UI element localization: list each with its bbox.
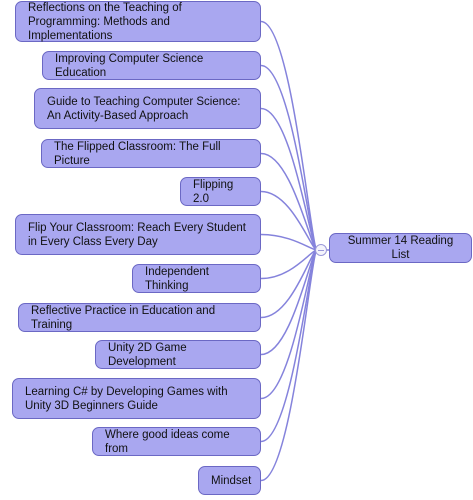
node-label: Mindset (211, 474, 252, 487)
edge-node-flipping-2 (260, 190, 318, 251)
node-label: Improving Computer Science Education (55, 52, 204, 79)
node-unity-2d[interactable]: Unity 2D Game Development (95, 340, 261, 369)
node-improving-cs-education[interactable]: Improving Computer Science Education (42, 51, 261, 80)
node-guide-teaching-cs[interactable]: Guide to Teaching Computer Science: An A… (34, 88, 261, 129)
node-reflective-practice[interactable]: Reflective Practice in Education and Tra… (18, 303, 261, 332)
node-label: Flip Your Classroom: Reach Every Student… (28, 221, 246, 248)
node-flip-your-classroom[interactable]: Flip Your Classroom: Reach Every Student… (15, 214, 261, 255)
edge-node-reflective-practice (260, 249, 318, 319)
root-label: Summer 14 Reading List (347, 235, 454, 261)
node-label: Unity 2D Game Development (108, 341, 187, 368)
node-label: Flipping 2.0 (193, 178, 234, 205)
node-label: Reflective Practice in Education and Tra… (31, 304, 216, 331)
node-label: The Flipped Classroom: The Full Picture (54, 140, 221, 167)
edge-node-mindset (260, 249, 318, 482)
node-flipped-classroom-full-picture[interactable]: The Flipped Classroom: The Full Picture (41, 139, 261, 168)
collapse-toggle-icon[interactable] (315, 244, 327, 256)
edge-node-unity-2d (260, 249, 318, 356)
node-label: Reflections on the Teaching of Programmi… (28, 1, 182, 42)
node-label: Independent Thinking (145, 265, 209, 292)
edge-node-independent-thinking (260, 249, 318, 280)
node-label: Where good ideas come from (105, 428, 230, 455)
node-learning-csharp-unity[interactable]: Learning C# by Developing Games with Uni… (12, 378, 261, 419)
node-label: Learning C# by Developing Games with Uni… (25, 385, 228, 412)
node-where-good-ideas[interactable]: Where good ideas come from (92, 427, 261, 456)
edge-node-flipped-classroom-full-picture (260, 152, 318, 251)
node-flipping-2[interactable]: Flipping 2.0 (180, 177, 261, 206)
node-mindset[interactable]: Mindset (198, 466, 261, 495)
root-node[interactable]: Summer 14 Reading List (329, 233, 472, 263)
node-label: Guide to Teaching Computer Science: An A… (47, 95, 241, 122)
node-independent-thinking[interactable]: Independent Thinking (132, 264, 261, 293)
node-reflections-teaching-programming[interactable]: Reflections on the Teaching of Programmi… (15, 1, 261, 42)
